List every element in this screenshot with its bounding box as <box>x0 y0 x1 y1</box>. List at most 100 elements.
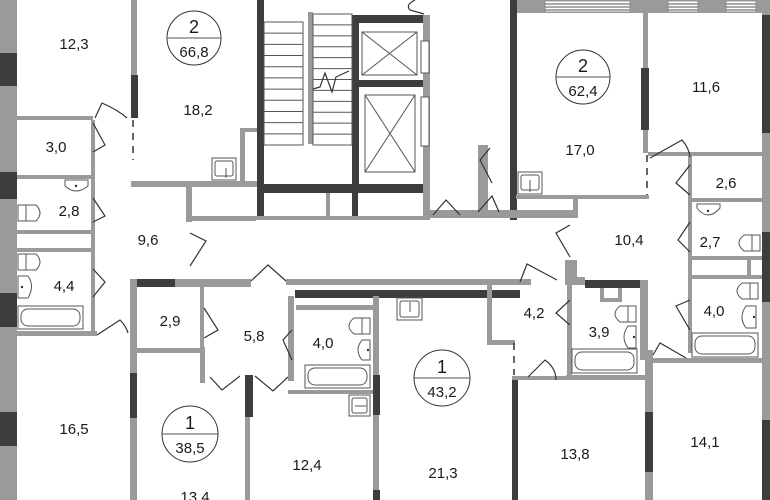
door-icon <box>652 342 687 359</box>
door-icon <box>555 224 571 258</box>
wall <box>200 287 204 353</box>
wall <box>600 288 604 300</box>
room-area: 3,0 <box>46 139 67 156</box>
room-area: 16,5 <box>59 421 88 438</box>
door-icon <box>675 299 691 331</box>
wall <box>567 285 572 380</box>
wall <box>91 120 95 336</box>
wall-core <box>260 184 430 193</box>
building-core <box>256 0 430 220</box>
door-icon <box>203 307 219 339</box>
wall <box>516 195 649 199</box>
wall <box>326 193 330 220</box>
wall <box>288 296 294 381</box>
wall <box>288 390 374 394</box>
wall <box>245 375 250 500</box>
apartment-badge: 1 43,2 <box>413 349 471 407</box>
elevator-icon <box>361 31 430 76</box>
wall <box>175 279 251 287</box>
wall <box>17 331 97 336</box>
room-area: 5,8 <box>244 328 265 345</box>
apartment-top-right <box>426 0 762 353</box>
wall-core <box>352 80 430 87</box>
door-icon <box>649 139 691 159</box>
wall <box>648 152 762 156</box>
apartment-area: 66,8 <box>179 44 208 61</box>
room-area: 2,8 <box>59 203 80 220</box>
wall-column <box>373 490 380 500</box>
wall-column <box>295 290 520 298</box>
room-area: 17,0 <box>565 142 594 159</box>
toilet-icon <box>736 282 759 300</box>
room-area: 13,4 <box>180 489 209 500</box>
wall-core <box>257 0 264 220</box>
wall-core <box>352 184 358 220</box>
apartment-rooms: 2 <box>189 17 199 37</box>
apartment-area: 62,4 <box>568 83 597 100</box>
wall <box>512 376 572 380</box>
door-icon <box>677 221 691 253</box>
wall-column <box>512 376 518 500</box>
sink-icon <box>64 179 89 192</box>
wall <box>640 280 648 360</box>
wall-right-column <box>762 15 770 133</box>
room-area: 2,7 <box>700 234 721 251</box>
wall <box>186 187 192 222</box>
bathtub-icon <box>691 332 759 358</box>
apartment-rooms: 2 <box>578 56 588 76</box>
room-area: 3,9 <box>589 324 610 341</box>
room-area: 13,8 <box>560 446 589 463</box>
wall <box>566 375 648 380</box>
wall <box>600 298 622 302</box>
room-area: 18,2 <box>183 102 212 119</box>
door-icon <box>527 359 557 381</box>
wall <box>240 128 260 132</box>
wall <box>573 198 578 218</box>
room-area: 9,6 <box>138 232 159 249</box>
door-icon <box>432 199 461 216</box>
wall-left-column <box>0 172 17 199</box>
kitchen-sink-icon <box>396 297 423 321</box>
sink-icon <box>623 325 637 349</box>
wall <box>688 275 762 279</box>
toilet-icon <box>738 234 761 252</box>
wall <box>618 288 622 300</box>
wall <box>17 230 93 234</box>
wall <box>17 116 93 120</box>
wall <box>487 340 515 345</box>
toilet-icon <box>17 253 41 271</box>
wall-column <box>373 375 380 415</box>
door-icon <box>96 319 129 336</box>
corridor-walls <box>130 260 648 500</box>
kitchen-sink-icon <box>348 394 371 417</box>
toilet-icon <box>17 204 41 222</box>
wall <box>487 285 492 345</box>
sink-icon <box>17 275 32 299</box>
toilet-icon <box>348 317 371 335</box>
room-area: 4,0 <box>704 303 725 320</box>
room-area: 2,9 <box>160 313 181 330</box>
elevator-icon <box>364 94 430 173</box>
stairs-icon <box>263 13 353 146</box>
wall-left <box>0 0 17 500</box>
apartment-badge: 2 66,8 <box>166 10 222 66</box>
wall <box>240 128 245 184</box>
door-icon <box>675 164 691 196</box>
wall <box>688 153 692 353</box>
wall-left-column <box>0 53 17 86</box>
door-icon <box>254 375 289 392</box>
room-area: 12,4 <box>292 457 321 474</box>
room-area: 14,1 <box>690 434 719 451</box>
door-icon <box>189 232 207 267</box>
bathtub-icon <box>304 364 371 389</box>
room-area: 10,4 <box>614 232 643 249</box>
wall <box>200 347 205 383</box>
apartment-rooms: 1 <box>437 357 447 377</box>
wall <box>17 248 93 252</box>
wall-right-column <box>762 420 770 500</box>
room-labels: 12,3 18,2 3,0 2,8 9,6 4,4 16,5 2,9 5,8 4… <box>46 36 737 500</box>
door-icon <box>92 122 106 153</box>
wall <box>426 210 576 218</box>
room-area: 11,6 <box>692 79 720 96</box>
wall-core <box>352 15 359 193</box>
